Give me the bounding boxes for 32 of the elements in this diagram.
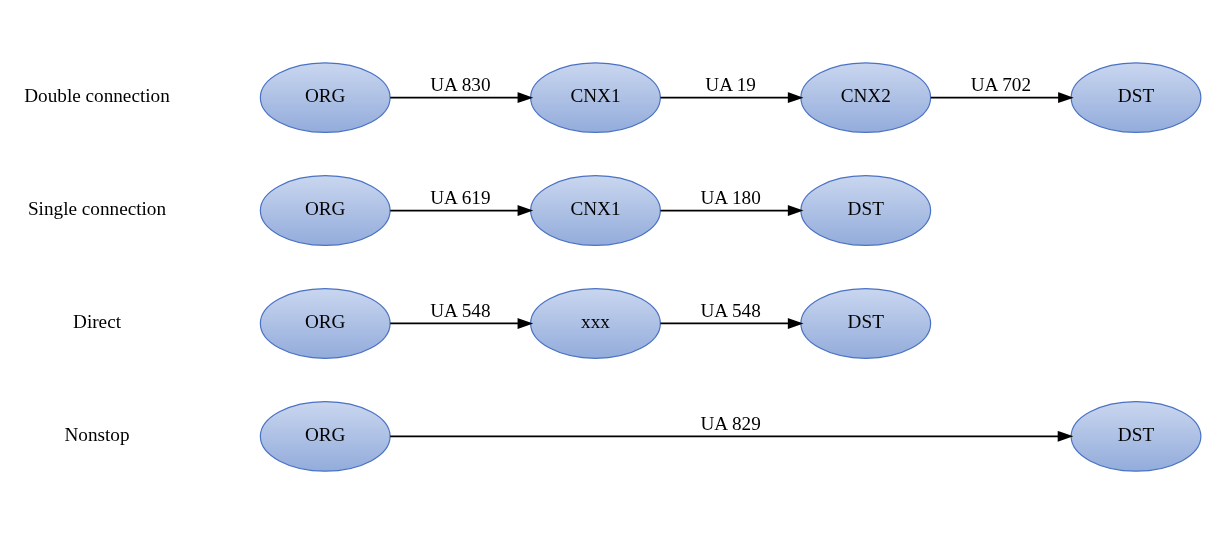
arrow	[659, 205, 804, 216]
edge-label: UA 180	[700, 187, 761, 209]
node-ellipse: ORG	[259, 175, 391, 246]
arrow	[389, 92, 534, 104]
arrow	[389, 205, 534, 216]
label: Single connection	[27, 198, 167, 220]
edge-label: UA 702	[970, 74, 1032, 96]
label: Double connection	[24, 85, 170, 107]
arrow	[389, 430, 1074, 442]
arrow	[389, 318, 534, 329]
arrow	[659, 92, 804, 104]
arrow	[929, 92, 1074, 104]
node-ellipse: CNX1	[530, 175, 661, 246]
edge-label: UA 829	[700, 413, 761, 435]
label: Nonstop	[64, 423, 130, 445]
node-ellipse: DST	[800, 288, 932, 359]
node-ellipse: CNX2	[800, 62, 932, 134]
node-ellipse: DST	[1070, 62, 1202, 134]
node-ellipse: xxx	[530, 288, 661, 359]
edge-label: UA 548	[700, 300, 761, 322]
edge-label: UA 619	[430, 187, 491, 209]
node-ellipse: ORG	[259, 288, 391, 359]
edge-label: UA 19	[705, 74, 756, 96]
edge-label: UA 548	[430, 300, 491, 322]
node-ellipse: ORG	[259, 400, 391, 472]
node-ellipse: DST	[1070, 400, 1202, 472]
edge-label: UA 830	[430, 74, 491, 96]
node-ellipse: DST	[800, 175, 932, 246]
node-ellipse: CNX1	[530, 62, 661, 134]
node-ellipse: ORG	[259, 62, 391, 134]
arrow	[659, 318, 804, 329]
label: Direct	[73, 311, 121, 333]
